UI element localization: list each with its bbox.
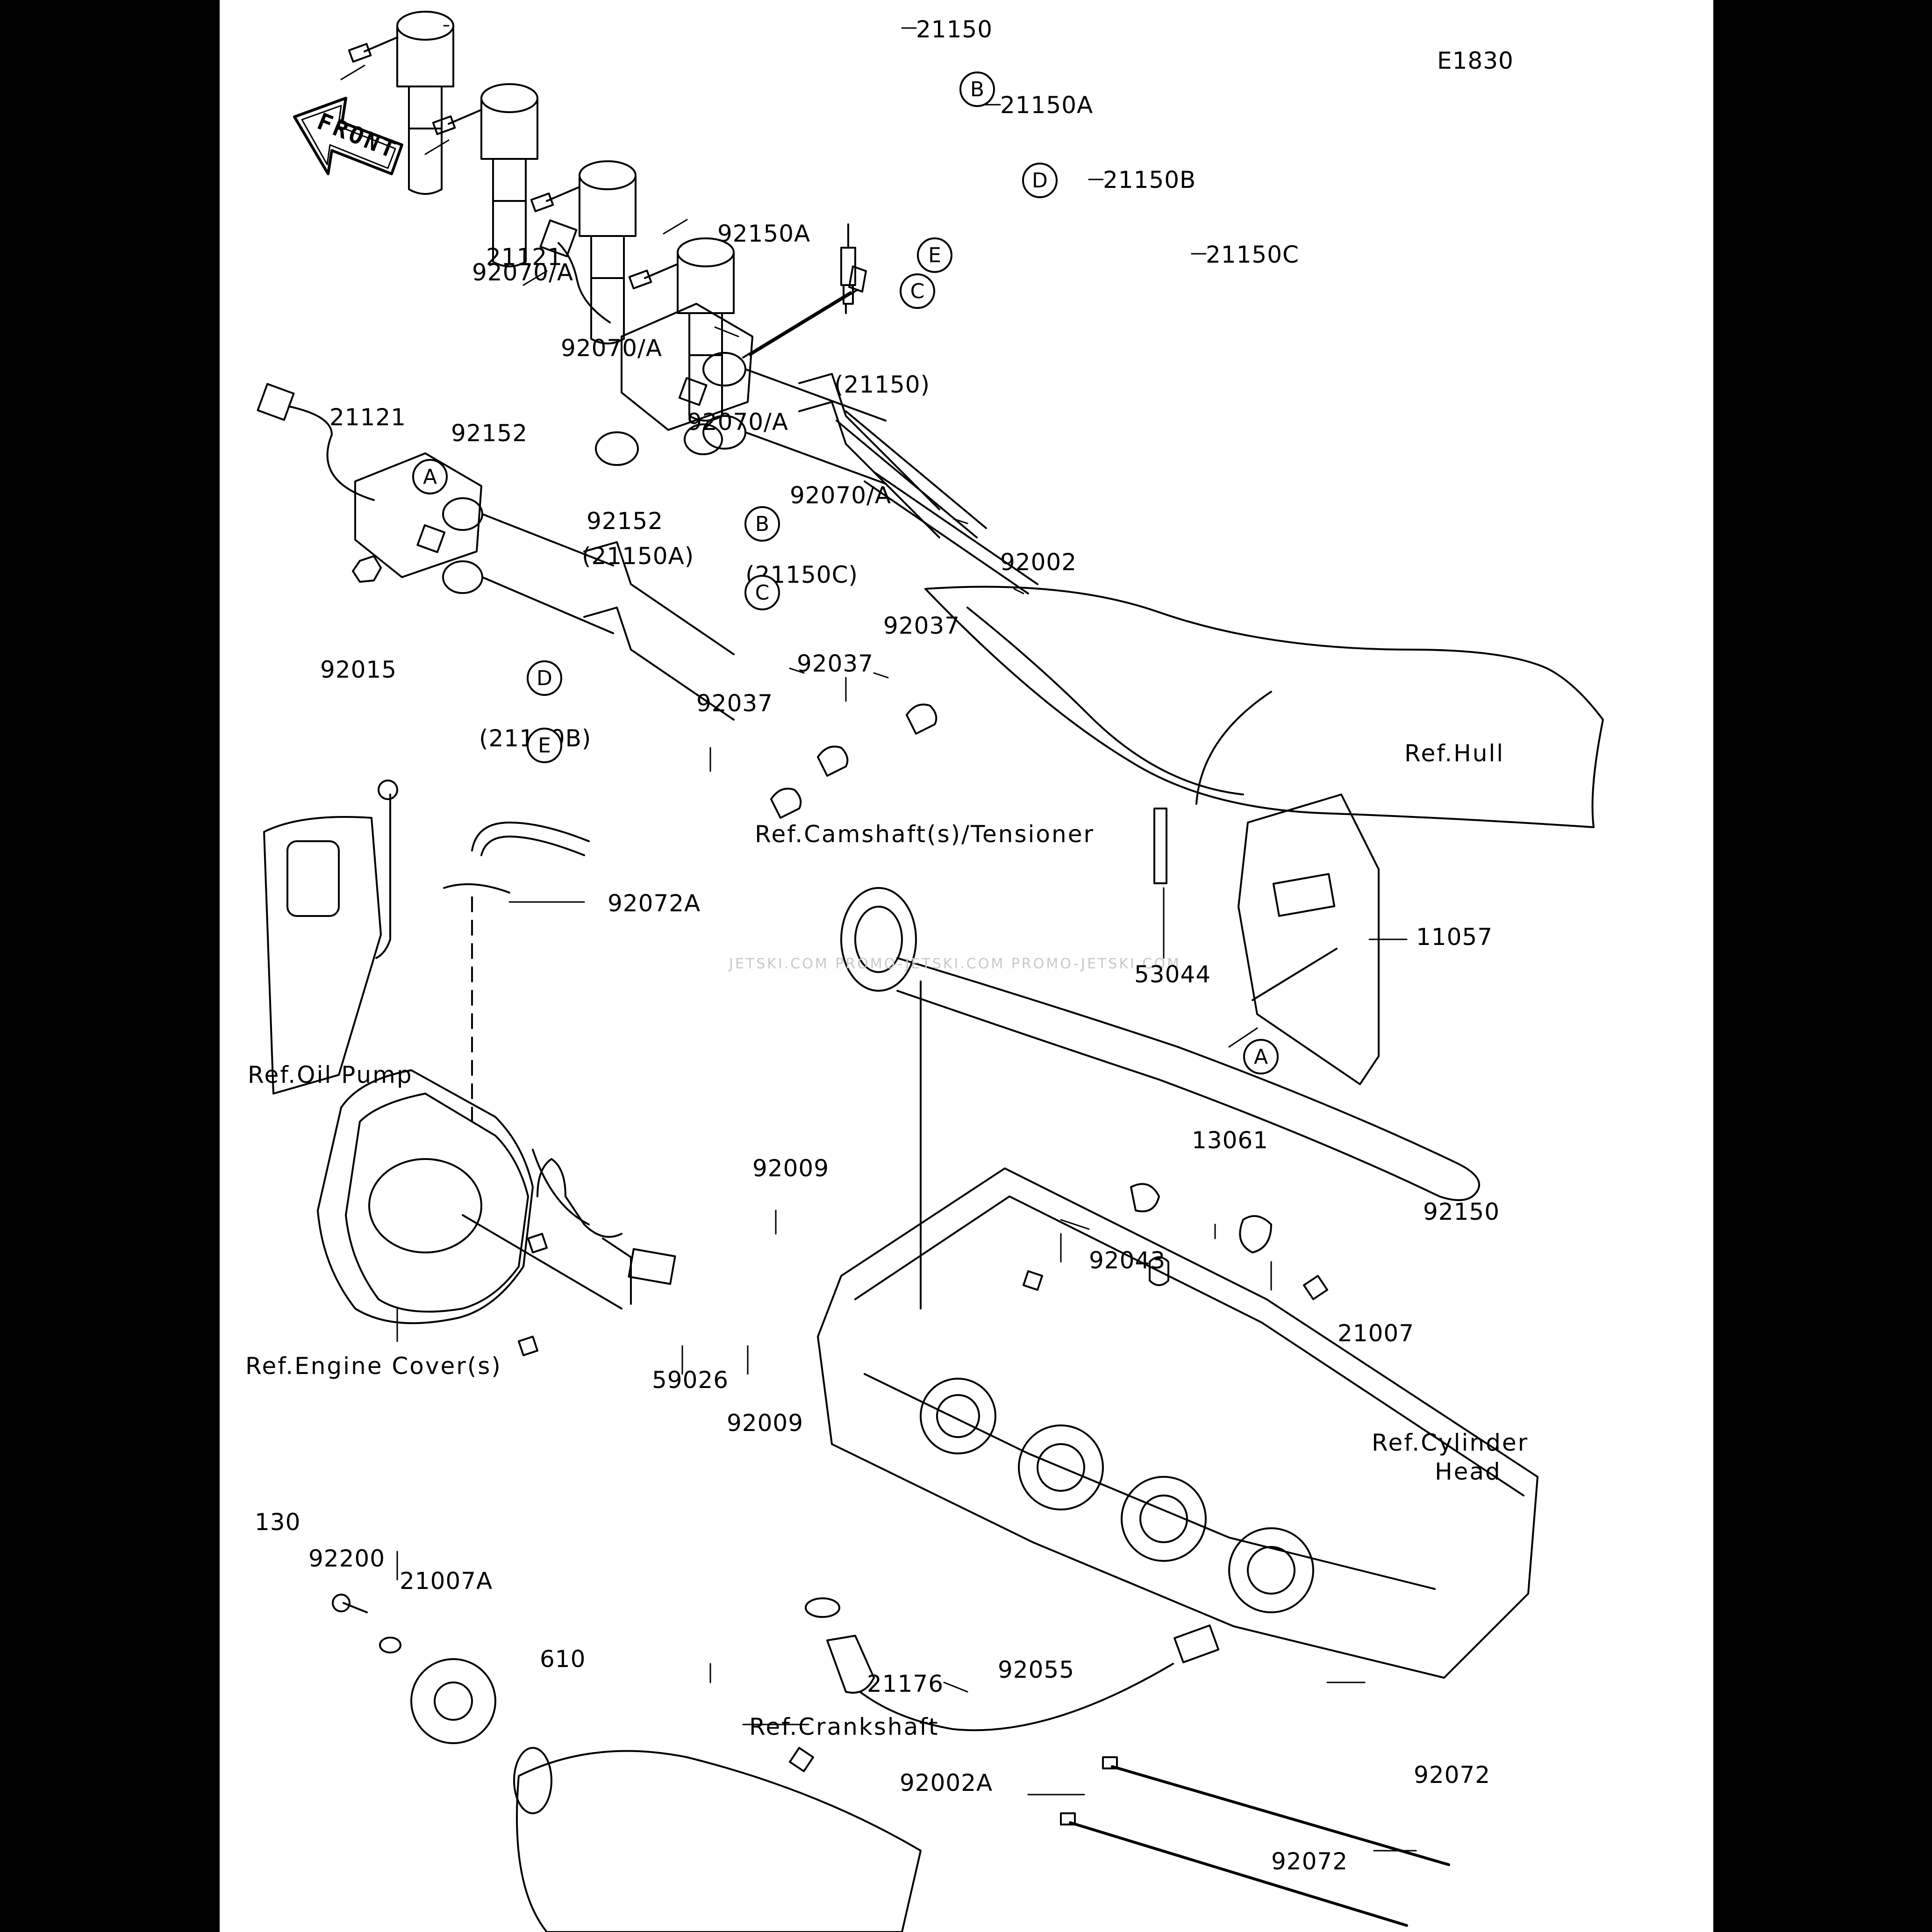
part-92150a: 92150A	[717, 220, 811, 247]
part-92037-2: 92037	[797, 650, 874, 677]
part-92150: 92150	[1423, 1198, 1500, 1225]
plug-cap-21150a	[432, 83, 538, 267]
hose-92072a	[443, 822, 590, 1132]
ref-oil-pump: Ref.Oil Pump	[248, 1061, 413, 1088]
part-21121-left: 21121	[329, 404, 407, 431]
part-92070a-1: 92070/A	[472, 259, 574, 286]
part-92037-1: 92037	[883, 612, 960, 639]
clamps-92037	[770, 703, 937, 819]
callout-e-lead: E	[527, 728, 562, 763]
part-21007a: 21007A	[400, 1567, 493, 1595]
collar-92152-a	[595, 431, 639, 466]
callout-d-top: D	[1022, 163, 1058, 198]
callout-c-lead: C	[744, 575, 780, 610]
ignition-coil-top	[539, 219, 887, 485]
callout-b-top: B	[959, 72, 995, 107]
callout-a-coil: A	[412, 459, 448, 494]
misc-bolts	[518, 1183, 1328, 1772]
hull-section	[924, 586, 1604, 828]
camshaft	[840, 887, 1480, 1309]
part-21121-top: 21121	[486, 243, 563, 271]
collar-92152-b	[684, 423, 723, 455]
part-21150a-paren: (21150A)	[582, 543, 694, 570]
cylinder-head	[817, 1167, 1538, 1679]
crank-sensor-21176	[805, 1597, 1220, 1732]
plug-cap-21150b	[530, 160, 637, 344]
ref-camshaft: Ref.Camshaft(s)/Tensioner	[755, 821, 1095, 848]
part-13061: 13061	[1192, 1127, 1269, 1154]
exploded-parts-drawing	[257, 11, 1604, 1932]
plug-cap-21150	[348, 11, 454, 195]
part-21176: 21176	[867, 1670, 944, 1697]
part-92055: 92055	[998, 1656, 1075, 1683]
watermark: JETSKI.COM PROMO-JETSKI.COM PROMO-JETSKI…	[729, 956, 1181, 972]
part-92043: 92043	[1089, 1247, 1166, 1274]
part-21007: 21007	[1338, 1320, 1415, 1347]
ref-crankshaft: Ref.Crankshaft	[749, 1713, 939, 1740]
ref-cylinder-head-line1: Ref.Cylinder	[1372, 1429, 1529, 1456]
plug-lead-21150a-21150b	[583, 541, 735, 721]
part-59026: 59026	[652, 1367, 729, 1394]
callout-a-bracket: A	[1243, 1039, 1279, 1074]
part-92070a-4: 92070/A	[790, 482, 892, 509]
part-92072-1: 92072	[1414, 1761, 1491, 1789]
part-92009-2: 92009	[727, 1410, 804, 1437]
part-92152-2: 92152	[587, 508, 664, 535]
callout-e-top: E	[917, 237, 952, 273]
part-610: 610	[540, 1646, 586, 1673]
engine-cover	[317, 1069, 623, 1324]
part-92070a-3: 92070/A	[687, 408, 789, 436]
part-92002a: 92002A	[900, 1769, 993, 1796]
part-92009-1: 92009	[752, 1155, 830, 1182]
part-21150c: 21150C	[1206, 241, 1299, 268]
ignition-coil-left	[257, 383, 614, 634]
part-21150a: 21150A	[1000, 92, 1094, 119]
part-92037-3: 92037	[696, 690, 773, 717]
part-92072-2: 92072	[1271, 1848, 1348, 1875]
part-92152-1: 92152	[451, 420, 528, 447]
callout-b-lead: B	[744, 506, 780, 542]
cable-ties-92072	[1060, 1756, 1450, 1927]
part-21150b: 21150B	[1103, 166, 1196, 193]
part-130: 130	[255, 1509, 301, 1536]
spark-plugs-92070a	[840, 223, 856, 314]
parts-diagram-sheet: E1830 FRONT JETSKI.COM PROMO-JETSKI.COM …	[220, 0, 1713, 1932]
timing-rotor-21007a	[332, 1594, 496, 1744]
bolt-92150a	[742, 265, 867, 358]
ref-cylinder-head-line2: Head	[1435, 1458, 1502, 1485]
ref-hull: Ref.Hull	[1404, 740, 1505, 767]
callout-d-lead: D	[527, 660, 562, 696]
part-11057: 11057	[1416, 923, 1493, 951]
callout-c-top: C	[900, 273, 935, 309]
diagram-code: E1830	[1437, 47, 1514, 74]
part-92072a: 92072A	[608, 890, 701, 917]
dowel-53044	[1153, 808, 1167, 884]
part-21150-paren: (21150)	[834, 371, 930, 398]
part-92002-top: 92002	[1000, 549, 1077, 576]
front-arrow-icon	[293, 97, 403, 175]
plug-lead-21150-upper	[798, 373, 1038, 594]
crankshaft	[513, 1747, 922, 1932]
part-92015: 92015	[320, 656, 397, 683]
part-21150: 21150	[916, 16, 993, 43]
oil-pump-bracket	[263, 780, 398, 1095]
leader-lines	[340, 25, 1417, 1852]
part-53044: 53044	[1134, 961, 1211, 988]
part-92070a-2: 92070/A	[561, 335, 663, 362]
ref-engine-cover: Ref.Engine Cover(s)	[245, 1352, 502, 1380]
sensor-59026	[537, 1158, 676, 1305]
bracket-11057	[1238, 794, 1380, 1085]
part-92200: 92200	[308, 1545, 386, 1572]
plug-cap-21150c	[628, 237, 735, 422]
